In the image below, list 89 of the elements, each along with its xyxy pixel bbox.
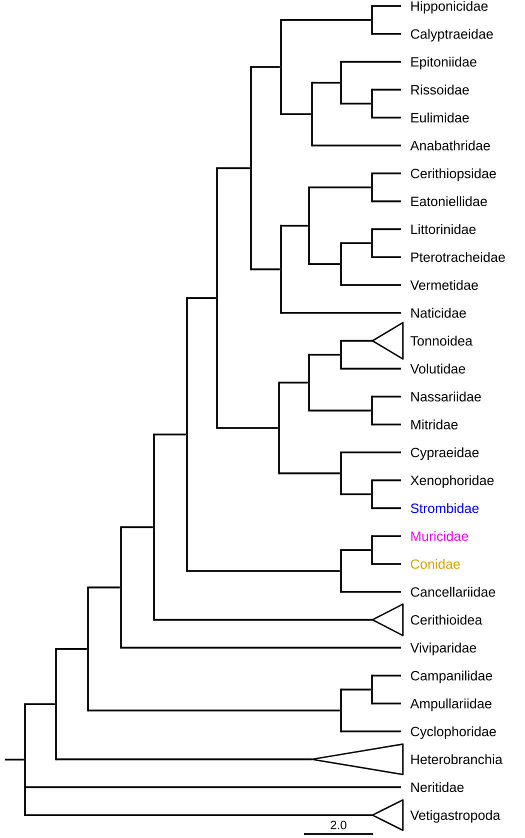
- branch-line: [251, 66, 280, 68]
- taxon-label: Eatoniellidae: [411, 196, 487, 206]
- branch-line: [25, 703, 55, 706]
- taxon-label: Neritidae: [411, 782, 464, 792]
- branch-line: [341, 549, 371, 551]
- taxon-label: Xenophoridae: [410, 475, 494, 488]
- branch-line: [372, 702, 401, 704]
- taxon-label: Cerithioidea: [410, 614, 482, 625]
- branch-line: [88, 710, 340, 712]
- branch-line: [372, 535, 401, 537]
- branch-line: [372, 674, 401, 676]
- branch-line: [341, 368, 401, 370]
- branch-line: [187, 570, 340, 572]
- branch-line: [341, 493, 371, 496]
- branch-line: [372, 88, 401, 91]
- branch-line: [25, 786, 401, 788]
- branch-line: [25, 814, 372, 816]
- root-branch: [4, 758, 24, 761]
- branch-line: [341, 60, 401, 63]
- taxon-label: Calyptraeidae: [410, 28, 493, 42]
- branch-line: [372, 424, 401, 426]
- branch-line: [121, 646, 401, 649]
- taxon-label: Eulimidae: [411, 112, 469, 122]
- taxon-label: Pterotracheidae: [411, 252, 505, 262]
- branch-line: [372, 396, 401, 398]
- taxon-label: Littorinidae: [411, 224, 476, 234]
- branch-line: [312, 82, 340, 84]
- branch-line: [154, 618, 372, 621]
- branch-line: [372, 5, 401, 7]
- branch-line: [341, 688, 371, 690]
- taxon-label: Ampullariidae: [410, 698, 492, 712]
- branch-line: [309, 410, 371, 412]
- branch-line: [372, 172, 401, 174]
- branch-line: [372, 116, 401, 118]
- branch-line: [312, 144, 401, 146]
- branch-line: [251, 268, 280, 270]
- branch-line: [372, 228, 401, 230]
- taxon-label: Campanilidae: [410, 670, 492, 684]
- taxon-label: Epitoniidae: [411, 56, 476, 70]
- branch-line: [341, 340, 372, 342]
- branch-line: [372, 563, 401, 565]
- taxon-label: Cerithiopsidae: [410, 168, 496, 181]
- taxon-label: Naticidae: [411, 308, 466, 318]
- taxon-label: Tonnoidea: [410, 336, 473, 346]
- branch-line: [279, 382, 308, 384]
- taxon-label: Rissoidae: [411, 84, 469, 95]
- taxon-label: Cancellariidae: [410, 586, 496, 597]
- branch-line: [341, 102, 371, 105]
- scale-label: 2.0: [330, 820, 346, 830]
- branch-line: [281, 113, 311, 116]
- taxon-label: Viviparidae: [410, 642, 476, 656]
- taxon-label: Hipponicidae: [411, 0, 488, 14]
- branch-line: [121, 526, 153, 528]
- branch-line: [372, 256, 401, 258]
- taxon-label: Volutidae: [410, 364, 466, 374]
- branch-line: [187, 297, 216, 299]
- branch-line: [56, 648, 87, 650]
- taxon-label: Conidae: [410, 558, 460, 569]
- branch-line: [309, 186, 371, 188]
- taxon-label: Cyclophoridae: [410, 726, 496, 739]
- branch-line: [372, 200, 401, 202]
- branch-line: [341, 730, 401, 732]
- taxon-label: Anabathridae: [410, 140, 490, 150]
- branch-line: [372, 33, 401, 35]
- branch-line: [217, 167, 250, 170]
- taxon-label: Heterobranchia: [411, 754, 502, 764]
- branch-line: [281, 224, 308, 227]
- branch-line: [341, 452, 401, 454]
- branch-line: [341, 284, 401, 286]
- branch-line: [309, 263, 340, 265]
- branch-line: [372, 507, 401, 510]
- taxon-label: Nassariidae: [411, 392, 481, 402]
- branch-line: [56, 758, 312, 760]
- taxon-label: Strombidae: [410, 503, 479, 514]
- branch-line: [281, 312, 401, 314]
- taxon-label: Vermetidae: [410, 280, 478, 290]
- branch-line: [88, 586, 120, 588]
- branch-line: [341, 242, 371, 244]
- branch-line: [217, 427, 278, 429]
- branch-line: [341, 591, 401, 593]
- taxon-label: Mitridae: [411, 419, 458, 430]
- taxon-label: Vetigastropoda: [410, 810, 500, 823]
- branch-line: [372, 479, 401, 482]
- taxon-label: Cypraeidae: [410, 447, 479, 460]
- branch-line: [279, 472, 340, 474]
- taxon-label: Muricidae: [411, 531, 468, 541]
- branch-line: [309, 354, 340, 356]
- branch-line: [154, 434, 186, 436]
- branch-line: [281, 19, 371, 21]
